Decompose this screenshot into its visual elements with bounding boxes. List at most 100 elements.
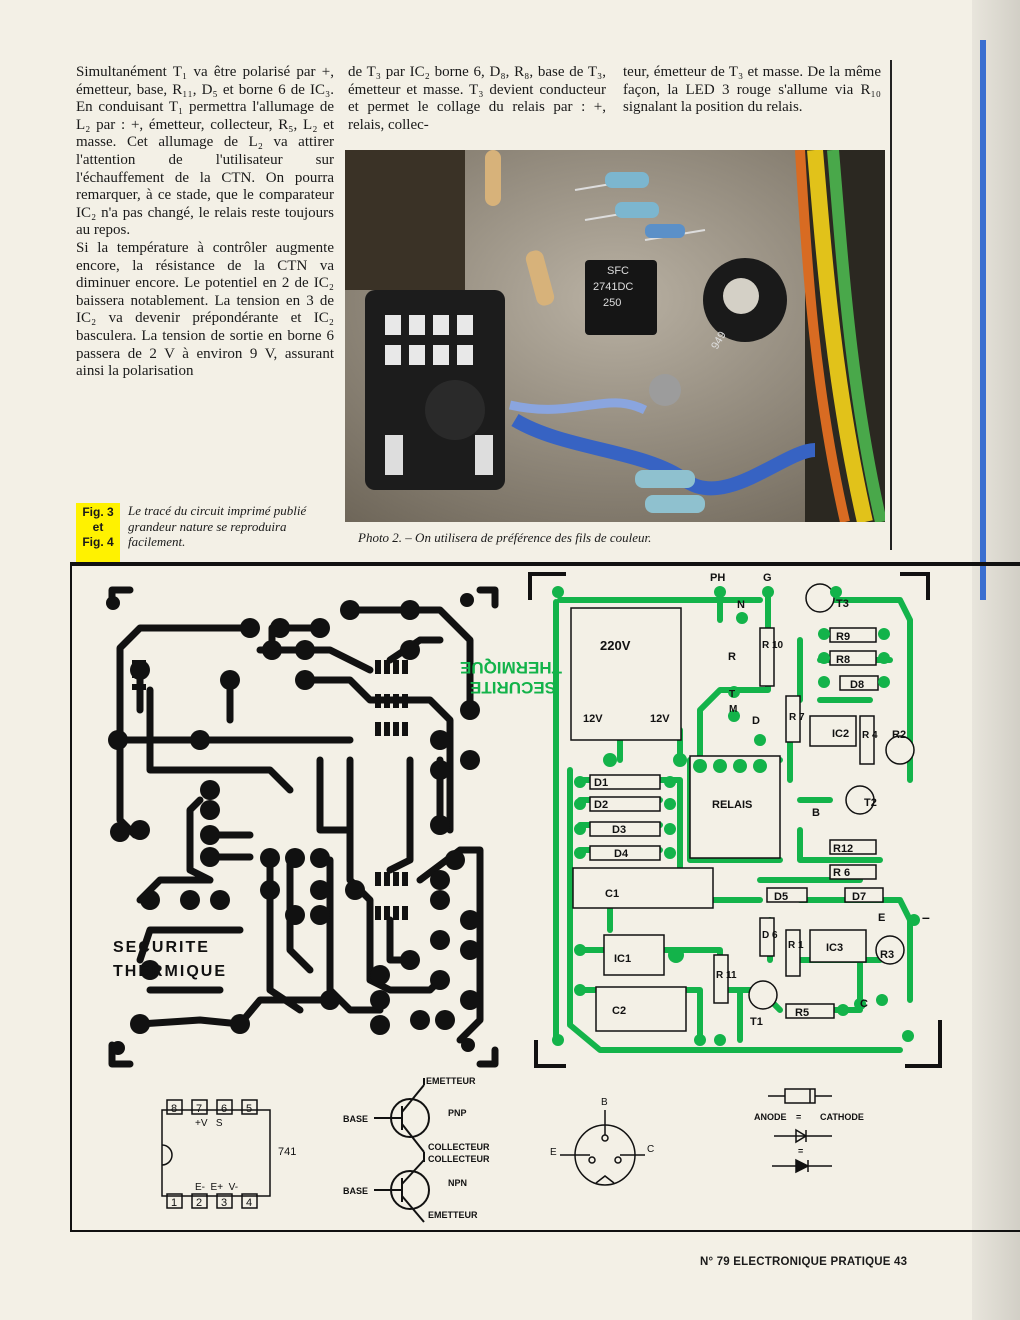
pcb-title: THERMIQUE (113, 963, 227, 980)
anode-label: ANODE (754, 1112, 787, 1122)
npn-collector-label: COLLECTEUR (428, 1154, 490, 1164)
figure-caption: Le tracé du circuit imprimé publié grand… (128, 503, 307, 549)
pin-number: 2 (196, 1197, 202, 1209)
svg-text:B: B (812, 807, 820, 819)
component-pads (552, 586, 920, 1046)
svg-text:D 6: D 6 (762, 930, 778, 941)
figure-drawing: SECURITE THERMIQUE (106, 572, 942, 1223)
svg-text:D7: D7 (852, 891, 866, 903)
svg-text:M: M (729, 704, 737, 715)
page-footer: N° 79 ELECTRONIQUE PRATIQUE 43 (700, 1256, 908, 1268)
svg-text:T: T (729, 689, 735, 700)
svg-text:R 11: R 11 (716, 970, 737, 981)
svg-text:T3: T3 (836, 598, 849, 610)
svg-text:D5: D5 (774, 891, 788, 903)
pin-number: 8 (171, 1103, 177, 1115)
ic-name: 741 (278, 1146, 296, 1158)
pinout-label: E (550, 1147, 557, 1158)
corner-marks-right (528, 572, 942, 1068)
svg-text:T1: T1 (750, 1016, 763, 1028)
text-column-1: Simultanément T₁ va être polarisé par +,… (76, 64, 334, 381)
pinout-label: B (601, 1097, 608, 1108)
svg-text:N: N (737, 599, 745, 611)
component-circles (748, 583, 915, 1010)
svg-text:R: R (728, 651, 736, 663)
pin-number: 4 (246, 1197, 252, 1209)
paragraph: teur, émetteur de T₃ et masse. De la mêm… (623, 64, 881, 116)
svg-text:R 10: R 10 (762, 640, 784, 651)
svg-text:R12: R12 (833, 843, 853, 855)
svg-text:T2: T2 (864, 797, 877, 809)
chip-text: SFC (607, 265, 629, 277)
equals-label: = (798, 1146, 803, 1156)
chip-text: 2741DC (593, 281, 633, 293)
npn-symbol (374, 1159, 430, 1223)
svg-text:C: C (860, 998, 868, 1010)
figure-tag: Fig. 3 et Fig. 4 (76, 503, 120, 565)
svg-text:IC2: IC2 (832, 728, 849, 740)
equals-label: = (796, 1112, 801, 1122)
svg-text:R9: R9 (836, 631, 850, 643)
pnp-emitter-label: EMETTEUR (426, 1076, 476, 1086)
pin-labels: +V S (195, 1118, 223, 1129)
column-rule (890, 60, 892, 550)
pin-number: 6 (221, 1103, 227, 1115)
fig-label: Fig. 4 (82, 535, 114, 549)
paragraph: Simultanément T₁ va être polarisé par +,… (76, 64, 334, 239)
svg-text:R2: R2 (892, 729, 906, 741)
svg-text:D8: D8 (850, 679, 864, 691)
svg-text:R 6: R 6 (833, 867, 850, 879)
svg-text:IC3: IC3 (826, 942, 843, 954)
svg-text:12V: 12V (650, 713, 670, 725)
svg-text:R 1: R 1 (788, 940, 804, 951)
blue-tab (980, 40, 986, 600)
pcb-trace-left (108, 586, 499, 1068)
pin-number: 5 (246, 1103, 252, 1115)
pinout-label: C (647, 1144, 654, 1155)
paragraph: de T₃ par IC₂ borne 6, D₈, R₈, base de T… (348, 64, 606, 133)
pin-number: 1 (171, 1197, 177, 1209)
component-boxes (570, 607, 884, 1032)
pnp-collector-label: COLLECTEUR (428, 1142, 490, 1152)
pcb-ic-pads-left (132, 660, 408, 920)
npn-base-label: BASE (343, 1186, 368, 1196)
figure-frame (70, 564, 1020, 1232)
svg-text:220V: 220V (600, 638, 631, 653)
svg-text:D: D (752, 715, 760, 727)
paragraph: Si la température à contrôler augmente e… (76, 239, 334, 380)
figure-top-rule (70, 562, 1020, 564)
svg-text:R 7: R 7 (789, 712, 805, 723)
svg-text:R5: R5 (795, 1007, 809, 1019)
svg-text:IC1: IC1 (614, 953, 631, 965)
text-column-3: teur, émetteur de T₃ et masse. De la mêm… (623, 64, 881, 117)
svg-text:E: E (878, 912, 885, 924)
svg-text:D2: D2 (594, 799, 608, 811)
svg-text:D3: D3 (612, 824, 626, 836)
npn-type-label: NPN (448, 1178, 467, 1188)
svg-text:R3: R3 (880, 949, 894, 961)
pnp-symbol (374, 1078, 430, 1162)
svg-text:12V: 12V (583, 713, 603, 725)
svg-text:R 4: R 4 (862, 730, 878, 741)
photo-caption: Photo 2. – On utilisera de préférence de… (358, 530, 652, 545)
svg-text:THERMIQUE: THERMIQUE (460, 658, 562, 677)
green-labels: PH G N T3 R9 R8 D8 220V THERMIQUE SECURI… (460, 572, 930, 1028)
cathode-label: CATHODE (820, 1112, 864, 1122)
diode-symbols (768, 1088, 832, 1174)
pin-number: 7 (196, 1103, 202, 1115)
npn-emitter-label: EMETTEUR (428, 1210, 478, 1220)
svg-text:G: G (763, 572, 772, 584)
pnp-base-label: BASE (343, 1114, 368, 1124)
transistor-pinout (560, 1110, 645, 1186)
chip-text: 250 (603, 297, 621, 309)
pcb-title: SECURITE (113, 939, 210, 956)
svg-text:C2: C2 (612, 1005, 626, 1017)
pnp-type-label: PNP (448, 1108, 467, 1118)
svg-text:D4: D4 (614, 848, 629, 860)
ic741-diagram (161, 1099, 271, 1209)
svg-text:C1: C1 (605, 888, 619, 900)
fig-label: et (92, 520, 104, 534)
svg-text:RELAIS: RELAIS (712, 799, 752, 811)
svg-text:SECURITE: SECURITE (470, 678, 556, 697)
pin-number: 3 (221, 1197, 227, 1209)
